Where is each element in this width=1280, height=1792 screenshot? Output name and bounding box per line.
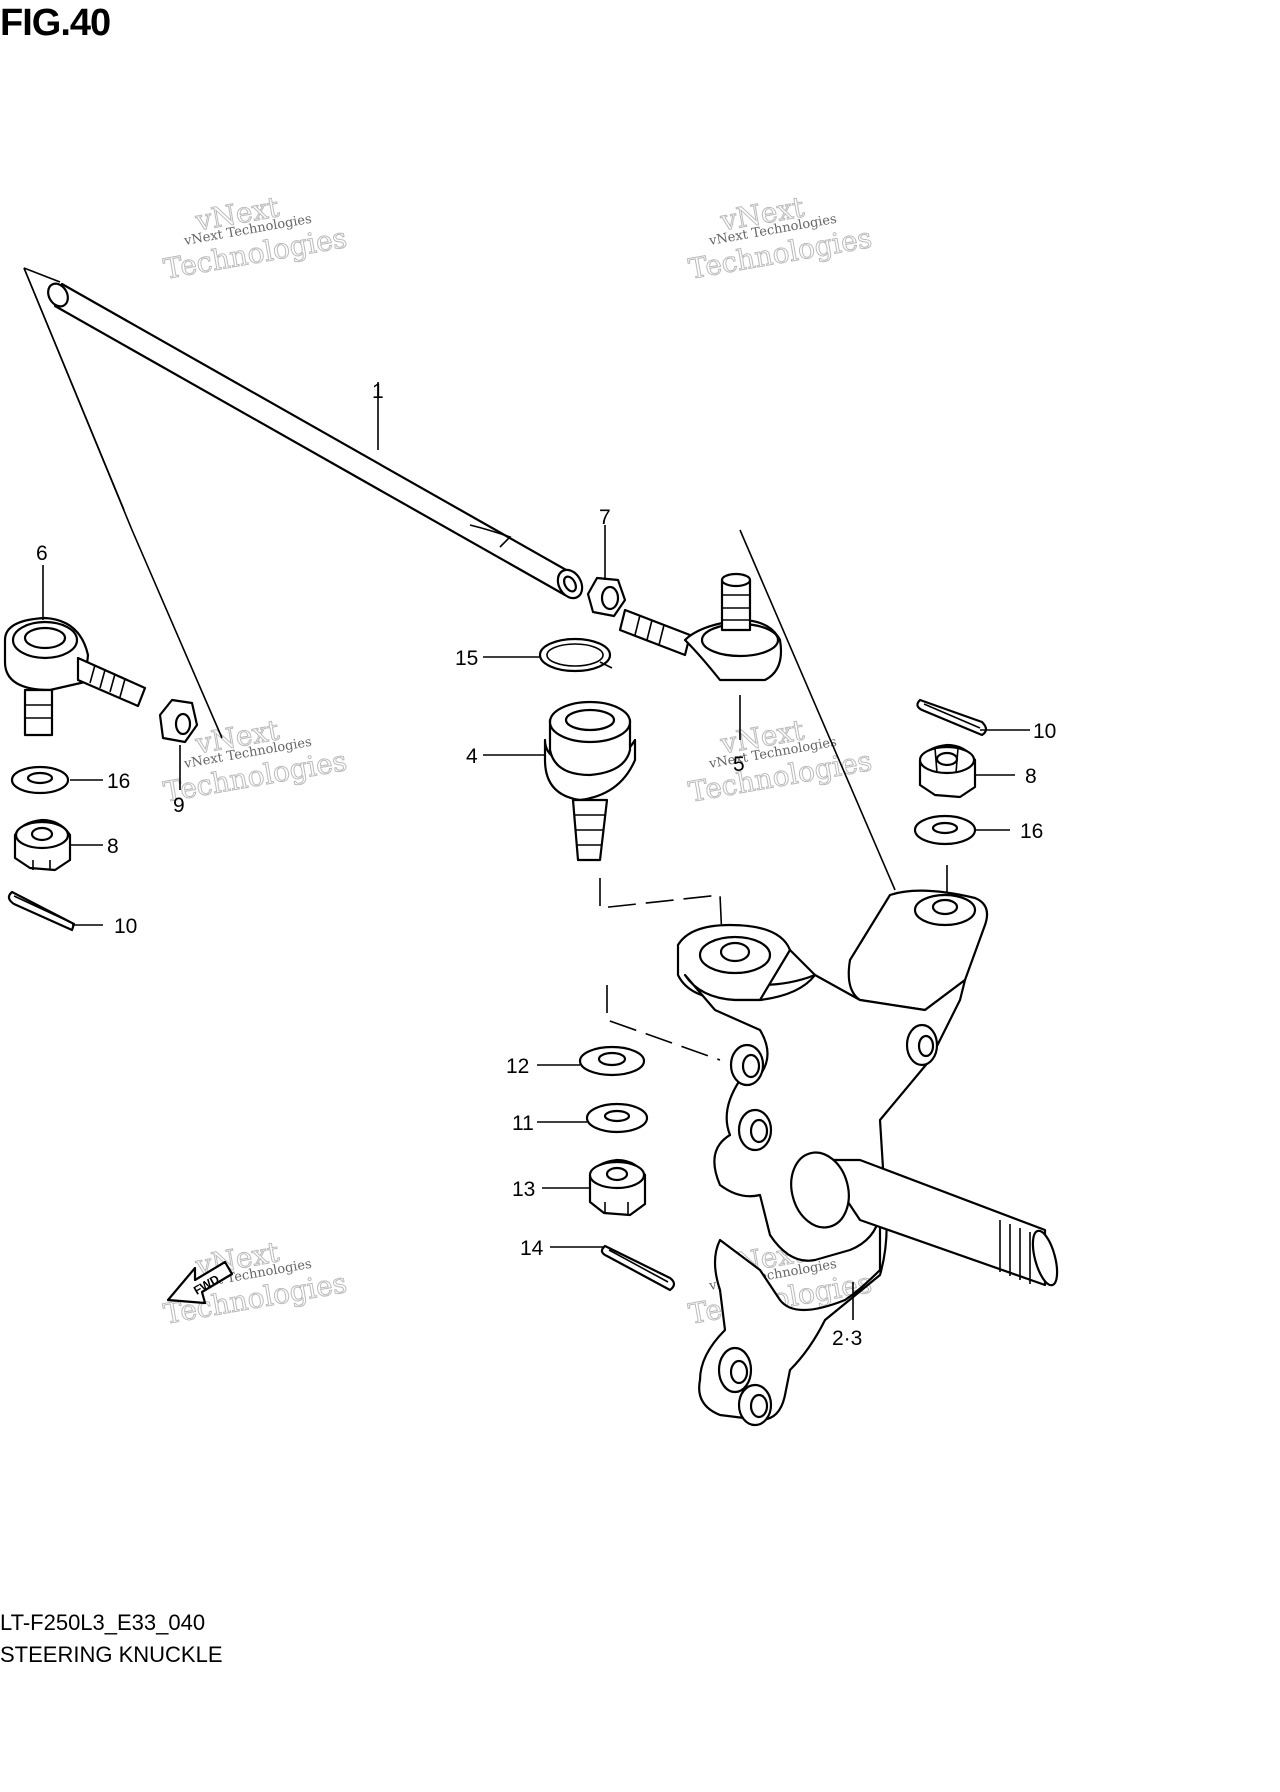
figure-title: FIG.40 — [0, 2, 111, 44]
ball-joint-4 — [543, 700, 637, 862]
washer-16-right — [913, 814, 977, 846]
callout-10-right: 10 — [1033, 720, 1056, 743]
callout-10-left: 10 — [114, 915, 137, 938]
assembly-bracket-right — [739, 529, 896, 891]
leader-lines — [42, 382, 1030, 1320]
castle-nut-8-left — [13, 818, 72, 872]
callout-9: 9 — [173, 794, 185, 817]
callout-13: 13 — [512, 1178, 535, 1201]
circlip-15 — [538, 637, 613, 673]
callout-2-3: 2·3 — [832, 1327, 862, 1350]
cotter-pin-10-right — [916, 698, 988, 737]
callout-8-right: 8 — [1025, 765, 1037, 788]
callout-4: 4 — [466, 745, 478, 768]
callout-labels: 1 6 7 15 4 5 9 16 8 10 10 8 16 12 11 13 … — [36, 380, 1056, 1350]
washer-16-left — [10, 765, 70, 795]
castle-nut-13 — [588, 1158, 647, 1217]
tie-rod — [47, 282, 584, 600]
tie-rod-end-right — [618, 572, 783, 682]
callout-16-right: 16 — [1020, 820, 1043, 843]
tie-rod-end-left — [3, 616, 147, 737]
callout-12: 12 — [506, 1055, 529, 1078]
callout-11: 11 — [512, 1112, 534, 1135]
nut-7 — [586, 576, 627, 618]
callout-5: 5 — [733, 753, 745, 776]
washer-12 — [578, 1045, 646, 1077]
lock-nut-9 — [158, 698, 199, 744]
callout-1: 1 — [372, 380, 384, 403]
callout-14: 14 — [520, 1237, 544, 1260]
lock-washer-11 — [585, 1102, 649, 1134]
model-code: LT-F250L3_E33_040 — [0, 1610, 206, 1635]
callout-15: 15 — [455, 647, 478, 670]
cotter-pin-10-left — [7, 890, 76, 932]
callout-7: 7 — [599, 506, 611, 529]
callout-8-left: 8 — [107, 835, 119, 858]
figure-name: STEERING KNUCKLE — [0, 1642, 223, 1667]
cotter-pin-14 — [600, 1244, 676, 1292]
assembly-bracket-left — [23, 267, 223, 739]
callout-6: 6 — [36, 542, 48, 565]
castle-nut-8-right — [918, 743, 977, 799]
steering-knuckle — [676, 889, 1059, 1427]
callout-16-left: 16 — [107, 770, 130, 793]
